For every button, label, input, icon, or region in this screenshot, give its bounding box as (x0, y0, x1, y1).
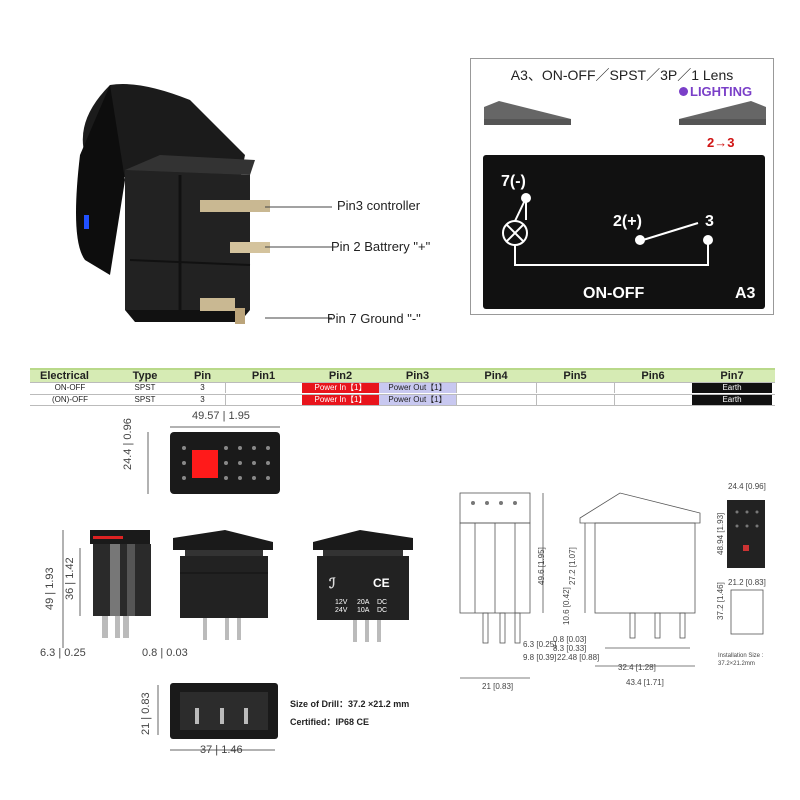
row1-pin1 (225, 383, 303, 393)
row2-type: SPST (134, 395, 156, 404)
top-width-dim: 49.57 | 1.95 (192, 410, 250, 422)
pin2-label: Pin 2 Battrery "+" (331, 239, 431, 254)
row1-electrical: ON-OFF (54, 383, 86, 392)
top-height-dim: 24.4 | 0.96 (122, 418, 134, 470)
pin2-dot (635, 235, 645, 245)
header-pin6: Pin6 (641, 370, 665, 382)
tech-dim-2: 27.2 [1.07] (568, 547, 577, 585)
mode-text: ON-OFF (583, 285, 645, 302)
header-pin7: Pin7 (720, 370, 744, 382)
drill-size-spec: Size of Drill：37.2 ×21.2 mm (290, 699, 410, 709)
row2-electrical: (ON)-OFF (52, 395, 88, 404)
row1-pin3: Power Out【1】 (379, 383, 456, 393)
row1-pin4 (456, 383, 537, 393)
wiring-title: A3、ON-OFF／SPST／3P／1 Lens (510, 67, 734, 83)
leader-lines (265, 206, 332, 319)
tech-dim-10: 32.4 [1.28] (618, 663, 656, 672)
top-view-drawing (147, 426, 280, 494)
rocker-on-icon (679, 101, 766, 125)
pin3-dot (703, 235, 713, 245)
tech-side-drawing (579, 492, 701, 667)
side-total-dim: 49 | 1.93 (44, 567, 56, 610)
row1-pin7: Earth (692, 383, 772, 393)
bottom-width-dim: 37 | 1.46 (200, 744, 243, 756)
pin3-label: Pin3 controller (337, 198, 421, 213)
mark-12v: 12V (335, 599, 348, 606)
pin7-dot (521, 193, 531, 203)
header-pin2: Pin2 (328, 370, 353, 382)
tech-dim-7: 8.3 [0.33] (553, 644, 587, 653)
row2-pin5 (536, 395, 615, 405)
row2-pin2: Power In【1】 (302, 395, 379, 405)
bottom-view-drawing (157, 683, 278, 751)
row1-pin5 (536, 383, 615, 393)
front-view-drawing (173, 530, 273, 640)
brand-logo-icon: ℐ (329, 575, 336, 591)
table-row: (ON)-OFF SPST 3 Power In【1】 Power Out【1】… (30, 394, 775, 406)
row2-pin3: Power Out【1】 (379, 395, 456, 405)
code-text: A3 (735, 285, 756, 302)
tech-front-drawing (459, 492, 544, 679)
tech-dim-14: 21.2 [0.83] (728, 578, 766, 587)
tech-dim-15: 37.2 [1.46] (716, 582, 725, 620)
row2-pin6 (614, 395, 693, 405)
tech-dim-6: 0.8 [0.03] (553, 635, 587, 644)
row1-pin6 (614, 383, 693, 393)
row2-pin1 (225, 395, 303, 405)
row2-pin: 3 (200, 395, 205, 404)
switch-photo (76, 84, 270, 324)
tech-dim-4: 6.3 [0.25] (523, 640, 557, 649)
tech-dim-3: 10.6 [0.42] (562, 587, 571, 625)
table-header-row: Electrical Type Pin Pin1 Pin2 Pin3 Pin4 … (30, 370, 775, 382)
tech-dim-13: 48.94 [1.93] (716, 512, 725, 555)
row2-pin4 (456, 395, 537, 405)
pin-thick-dim: 0.8 | 0.03 (142, 647, 188, 659)
tech-dim-11: 43.4 [1.71] (626, 678, 664, 687)
mark-10a: 10A (357, 607, 370, 614)
tech-dim-8: 22.48 [0.88] (557, 653, 600, 662)
side-body-dim: 36 | 1.42 (64, 557, 76, 600)
certification-spec: Certified：IP68 CE (290, 717, 370, 727)
circuit-schematic (502, 193, 713, 266)
pin3-text: 3 (705, 213, 714, 230)
row1-pin: 3 (200, 383, 205, 392)
mark-dc1: DC (377, 599, 388, 606)
header-pin5: Pin5 (563, 370, 587, 382)
row1-pin2: Power In【1】 (302, 383, 379, 393)
back-view-drawing (313, 530, 413, 642)
pin2-text: 2(+) (613, 213, 642, 230)
mark-dc2: DC (377, 607, 388, 614)
ce-mark: CE (373, 576, 390, 590)
tech-lens-drawing (727, 500, 765, 635)
pin7-label: Pin 7 Ground "-" (327, 311, 421, 326)
mark-24v: 24V (335, 607, 348, 614)
row1-type: SPST (134, 383, 156, 392)
tech-dim-5: 9.8 [0.39] (523, 653, 557, 662)
rocker-off-icon (484, 101, 571, 125)
side-view-drawing (62, 530, 151, 648)
lighting-label: LIGHTING (679, 84, 752, 99)
header-pin3: Pin3 (405, 370, 430, 382)
back-label-area: ℐ CE 12V 20A DC 24V 10A DC (325, 575, 415, 615)
row2-pin7: Earth (692, 395, 772, 405)
install-size-label: Installation Size : 37.2×21.2mm (718, 653, 764, 667)
bottom-height-dim: 21 | 0.83 (140, 692, 152, 735)
tech-dim-1: 49.6 [1.95] (537, 547, 546, 585)
direction-label: 2→3 (707, 135, 735, 150)
pin7-text: 7(-) (501, 173, 526, 190)
mark-20a: 20A (357, 599, 370, 606)
circuit-panel: 7(-) 2(+) 3 ON-OFF A3 (483, 155, 765, 309)
table-row: ON-OFF SPST 3 Power In【1】 Power Out【1】 E… (30, 382, 775, 393)
header-pin1: Pin1 (251, 370, 276, 382)
header-type: Type (132, 370, 158, 382)
header-pin4: Pin4 (484, 370, 508, 382)
wiring-diagram-panel: A3、ON-OFF／SPST／3P／1 Lens LIGHTING 2→3 7(… (470, 58, 774, 315)
tech-dim-12: 24.4 [0.96] (728, 482, 766, 491)
header-electrical: Electrical (40, 370, 89, 382)
tech-dim-9: 21 [0.83] (482, 682, 514, 691)
header-pin: Pin (193, 370, 212, 382)
lighting-dot-icon (679, 87, 688, 96)
side-pin-dim: 6.3 | 0.25 (40, 647, 86, 659)
